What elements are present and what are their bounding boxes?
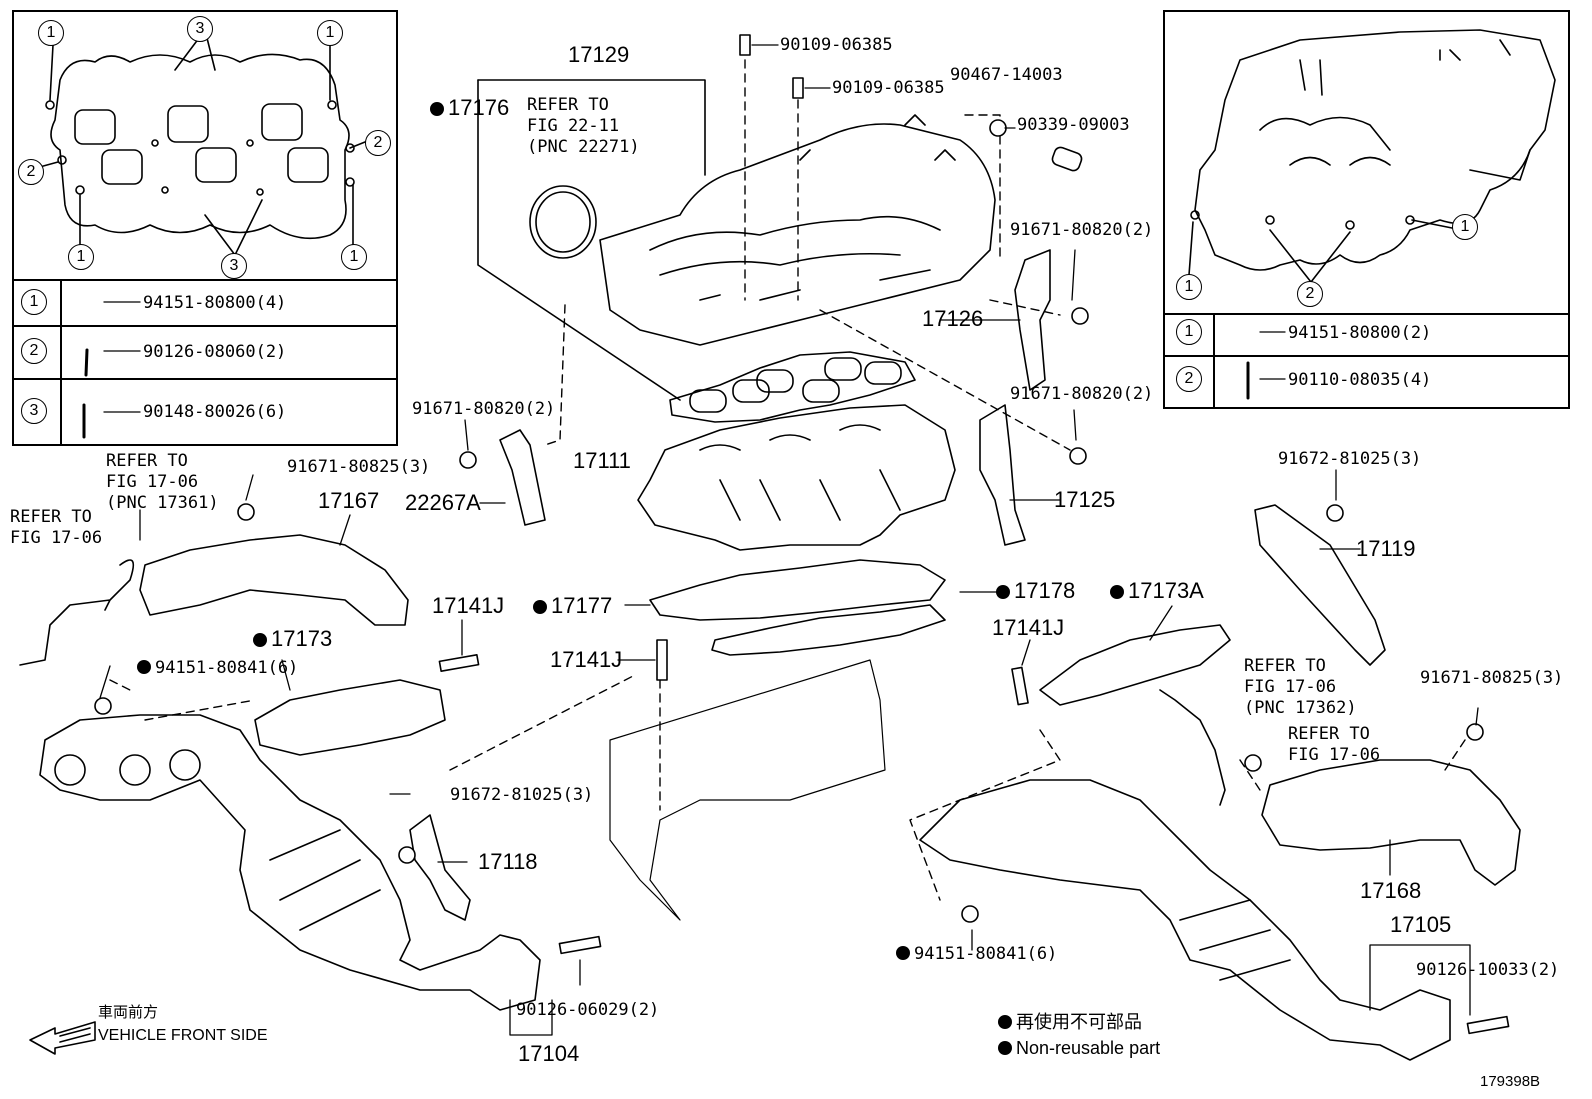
inset-right-row1-part: 94151-80800(2) xyxy=(1288,323,1432,343)
direction-jp: 車両前方 xyxy=(98,1004,159,1021)
bracket-17129b xyxy=(477,79,681,401)
egr-pipe-right xyxy=(1159,689,1226,806)
callout-1: 1 xyxy=(341,244,367,270)
ref-fig-17-06-pnc-17361: REFER TO FIG 17-06 (PNC 17361) xyxy=(106,451,219,513)
vehicle-front-arrow xyxy=(29,1021,96,1055)
label-17178: 17178 xyxy=(996,580,1075,602)
label-17141J-b: 17141J xyxy=(550,647,623,672)
callout-2: 2 xyxy=(1297,281,1323,307)
bracket-17118-drawing xyxy=(409,814,471,921)
callout-2: 2 xyxy=(365,130,391,156)
diagram-id: 179398B xyxy=(1480,1073,1541,1090)
label-91671-80825-left: 91671-80825(3) xyxy=(287,457,431,477)
right-inset xyxy=(1163,10,1570,409)
label-17125: 17125 xyxy=(1054,487,1116,512)
lower-intake-17111-drawing xyxy=(637,404,956,551)
gasket-17177-drawing xyxy=(649,559,946,656)
callout-1: 1 xyxy=(1452,214,1478,240)
engine-block-drawing xyxy=(609,659,886,921)
label-90109-b: 90109-06385 xyxy=(832,78,945,98)
ref-fig-17-06-pnc-17362: REFER TO FIG 17-06 (PNC 17362) xyxy=(1244,656,1357,718)
label-17173A: 17173A xyxy=(1110,580,1204,602)
inset-left-row1-num: 1 xyxy=(21,289,47,315)
inset-left-row1-part: 94151-80800(4) xyxy=(143,293,287,313)
label-17177: 17177 xyxy=(533,595,612,617)
label-17141J-a: 17141J xyxy=(432,593,505,618)
label-22267A: 22267A xyxy=(405,490,481,515)
inset-left-row3-num: 3 xyxy=(21,398,47,424)
bracket-17125-drawing xyxy=(979,404,1026,546)
label-17176: 17176 xyxy=(430,97,509,119)
bracket-17119-drawing xyxy=(1254,504,1386,666)
inset-left-row2-num: 2 xyxy=(21,338,47,364)
label-91672-left: 91672-81025(3) xyxy=(450,785,594,805)
insulator-17168-drawing xyxy=(1261,759,1521,886)
left-inset xyxy=(12,10,398,446)
inset-left-row3-part: 90148-80026(6) xyxy=(143,402,287,422)
gasket-17176-drawing xyxy=(669,351,916,423)
intake-manifold-drawing xyxy=(529,114,996,346)
ref-fig-17-06-left: REFER TO FIG 17-06 xyxy=(10,507,103,548)
callout-1: 1 xyxy=(68,244,94,270)
label-17141J-c: 17141J xyxy=(992,615,1065,640)
dashed-leaders xyxy=(109,59,1466,901)
label-90126-06029: 90126-06029(2) xyxy=(516,1000,660,1020)
exhaust-17105-drawing xyxy=(919,779,1451,1061)
callout-1: 1 xyxy=(38,20,64,46)
callout-3: 3 xyxy=(221,253,247,279)
solid-leaders xyxy=(99,44,1479,1036)
inset-right-row1-num: 1 xyxy=(1176,319,1202,345)
label-90109-a: 90109-06385 xyxy=(780,35,893,55)
exhaust-17104-drawing xyxy=(39,714,541,1011)
callout-2: 2 xyxy=(18,159,44,185)
inset-manifold-drawing xyxy=(1188,29,1556,283)
label-94151-80841-a: 94151-80841(6) xyxy=(137,660,298,677)
label-17104: 17104 xyxy=(518,1041,580,1066)
callout-1: 1 xyxy=(317,20,343,46)
label-17168: 17168 xyxy=(1360,878,1422,903)
bracket-17126-drawing xyxy=(1014,249,1051,391)
label-17167: 17167 xyxy=(318,488,380,513)
inset-right-row2-num: 2 xyxy=(1176,366,1202,392)
egr-pipe-left xyxy=(19,559,135,666)
label-94151-80841-b: 94151-80841(6) xyxy=(896,946,1057,963)
legend-jp: 再使用不可部品 xyxy=(998,1013,1142,1031)
inset-right-row2-part: 90110-08035(4) xyxy=(1288,370,1432,390)
ref-fig-17-06-right: REFER TO FIG 17-06 xyxy=(1288,724,1381,765)
label-91671-left: 91671-80820(2) xyxy=(412,399,556,419)
callout-1: 1 xyxy=(1176,274,1202,300)
label-90467: 90467-14003 xyxy=(950,65,1063,85)
callout-3: 3 xyxy=(187,16,213,42)
inset-left-row2-part: 90126-08060(2) xyxy=(143,342,287,362)
label-17173: 17173 xyxy=(253,628,332,650)
fasteners xyxy=(94,34,1510,1035)
ref-fig-22-11: REFER TO FIG 22-11 (PNC 22271) xyxy=(527,95,640,157)
label-91672-right: 91672-81025(3) xyxy=(1278,449,1422,469)
label-17119: 17119 xyxy=(1356,536,1416,561)
label-91671-mid: 91671-80820(2) xyxy=(1010,384,1154,404)
label-90339: 90339-09003 xyxy=(1017,115,1130,135)
label-17126: 17126 xyxy=(922,306,984,331)
label-17111: 17111 xyxy=(573,448,631,473)
direction-en: VEHICLE FRONT SIDE xyxy=(98,1027,268,1044)
label-90126-10033: 90126-10033(2) xyxy=(1416,960,1560,980)
gasket-17173A-drawing xyxy=(1039,624,1231,706)
gasket-17173-drawing xyxy=(254,679,446,756)
inset-gasket-drawing xyxy=(35,29,366,256)
insulator-17167-drawing xyxy=(139,534,409,626)
label-91671-80825-right: 91671-80825(3) xyxy=(1420,668,1564,688)
label-17129: 17129 xyxy=(568,42,630,67)
bracket-17129 xyxy=(477,79,706,176)
label-17105: 17105 xyxy=(1390,912,1452,937)
bracket-22267A-drawing xyxy=(499,429,546,526)
label-17118: 17118 xyxy=(478,849,538,874)
label-91671-top: 91671-80820(2) xyxy=(1010,220,1154,240)
legend-en: Non-reusable part xyxy=(998,1039,1160,1057)
